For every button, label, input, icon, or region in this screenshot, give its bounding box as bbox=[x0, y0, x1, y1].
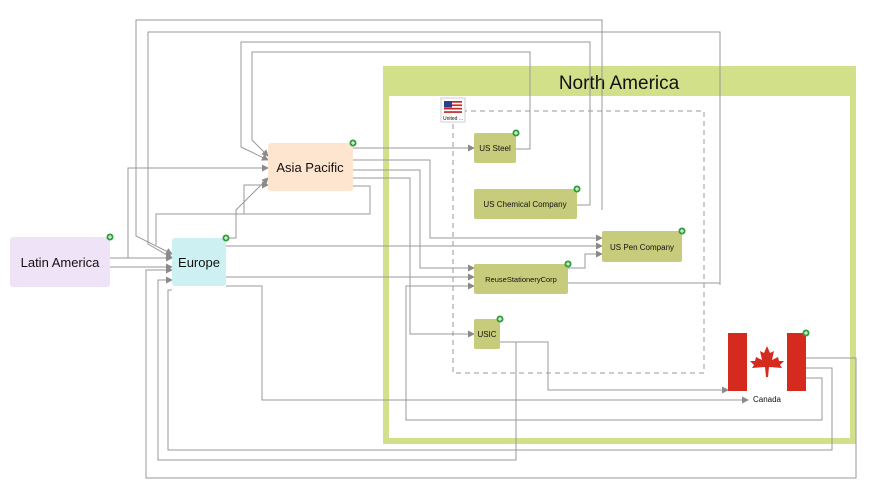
edge-top-3 bbox=[240, 41, 591, 206]
edge-canada-loop1 bbox=[405, 282, 823, 421]
node-asia-pacific-label: Asia Pacific bbox=[276, 160, 344, 175]
edge-top-2 bbox=[147, 31, 721, 285]
edge-asia-reuse bbox=[353, 169, 475, 272]
expand-icon[interactable] bbox=[349, 139, 357, 147]
united-states-group[interactable]: United ... bbox=[440, 97, 705, 374]
edge-reuse-uspen bbox=[568, 250, 603, 269]
node-us-chemical-label: US Chemical Company bbox=[483, 200, 566, 209]
edge-top-4 bbox=[251, 51, 531, 157]
edge-usic-canada bbox=[500, 341, 729, 394]
node-canada[interactable]: Canada bbox=[728, 329, 810, 405]
node-asia-pacific[interactable]: Asia Pacific bbox=[268, 139, 357, 192]
node-reuse-stationery-corp[interactable]: ReuseStationeryCorp bbox=[474, 260, 572, 295]
node-us-chemical-company[interactable]: US Chemical Company bbox=[474, 185, 581, 220]
expand-icon[interactable] bbox=[573, 185, 581, 193]
us-flag-icon bbox=[440, 97, 466, 123]
expand-icon[interactable] bbox=[802, 329, 810, 337]
edges bbox=[110, 19, 857, 479]
edge-asia-loop bbox=[244, 185, 371, 215]
expand-icon[interactable] bbox=[678, 227, 686, 235]
edge-europe-asia-2 bbox=[155, 181, 269, 245]
node-europe[interactable]: Europe bbox=[172, 234, 230, 287]
node-usic[interactable]: USIC bbox=[474, 315, 504, 350]
us-flag-caption: United ... bbox=[443, 116, 463, 122]
north-america-group[interactable]: North America bbox=[383, 66, 856, 444]
edge-usic-bottom bbox=[157, 276, 517, 461]
node-us-pen-company[interactable]: US Pen Company bbox=[602, 227, 686, 263]
node-reuse-stationery-label: ReuseStationeryCorp bbox=[485, 275, 557, 284]
node-latin-america[interactable]: Latin America bbox=[10, 233, 114, 288]
edge-europe-canada bbox=[226, 285, 749, 404]
expand-icon[interactable] bbox=[512, 129, 520, 137]
edge-canada-loop3 bbox=[145, 266, 857, 479]
edge-asia-usic bbox=[353, 177, 475, 338]
node-canada-label: Canada bbox=[753, 395, 782, 404]
node-us-steel-label: US Steel bbox=[479, 144, 511, 153]
north-america-title: North America bbox=[559, 73, 680, 94]
expand-icon[interactable] bbox=[496, 315, 504, 323]
expand-icon[interactable] bbox=[106, 233, 114, 241]
node-latin-america-label: Latin America bbox=[21, 255, 101, 270]
expand-icon[interactable] bbox=[564, 260, 572, 268]
node-us-pen-label: US Pen Company bbox=[610, 243, 674, 252]
edge-latam-asia bbox=[120, 164, 269, 259]
edge-asia-uspen bbox=[353, 159, 603, 242]
edge-canada-loop2 bbox=[167, 289, 833, 451]
node-us-steel[interactable]: US Steel bbox=[474, 129, 520, 164]
expand-icon[interactable] bbox=[222, 234, 230, 242]
node-europe-label: Europe bbox=[178, 255, 220, 270]
edge-europe-asia bbox=[226, 177, 269, 239]
node-usic-label: USIC bbox=[477, 330, 496, 339]
maple-leaf-icon bbox=[750, 346, 784, 377]
